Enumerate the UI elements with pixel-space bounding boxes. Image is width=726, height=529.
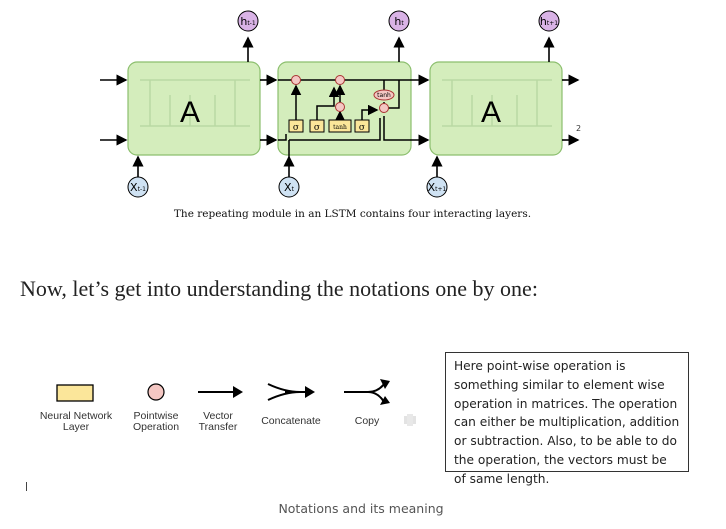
faint-icon: [404, 414, 416, 426]
module-right-label: A: [481, 96, 501, 129]
pointwise-operation-label: Pointwise Operation: [132, 410, 180, 433]
layer-sigma-3: σ: [359, 123, 365, 133]
network-layers: σ σ tanh σ: [288, 119, 370, 133]
neural-network-layer-label: Neural Network Layer: [39, 410, 113, 433]
layer-tanh: tanh: [333, 124, 347, 131]
input-x-current: Xt: [284, 181, 295, 194]
module-left-label: A: [180, 96, 200, 129]
pointwise-ops: tanh: [291, 75, 395, 113]
copy-label: Copy: [354, 415, 380, 427]
concatenate-icon: [267, 383, 315, 401]
output-h-current: ht: [394, 15, 404, 28]
notations-caption: Notations and its meaning: [278, 501, 444, 516]
input-bubbles: Xt-1 Xt Xt+1: [127, 176, 448, 198]
section-heading: Now, let’s get into understanding the no…: [20, 276, 538, 301]
vector-transfer-icon: [198, 386, 243, 398]
lstm-module-left: A: [127, 61, 261, 156]
pointwise-tanh: tanh: [377, 92, 391, 99]
explanation-note: Here point-wise operation is something s…: [445, 352, 689, 486]
copy-icon: [344, 379, 390, 405]
text-cursor: [26, 482, 27, 491]
notation-icons: [56, 379, 390, 405]
neural-network-layer-icon: [56, 384, 94, 402]
lstm-module-right: A: [429, 61, 563, 156]
side-mark: 2: [576, 124, 581, 133]
lstm-caption: The repeating module in an LSTM contains…: [173, 208, 532, 220]
vector-transfer-label: Vector Transfer: [198, 410, 238, 433]
output-bubbles: ht-1 ht ht+1: [237, 10, 560, 32]
concatenate-label: Concatenate: [261, 415, 321, 427]
chain-arrows: [100, 36, 580, 177]
lstm-diagram: A A: [100, 10, 581, 198]
layer-sigma-2: σ: [314, 123, 320, 133]
pointwise-operation-icon: [147, 383, 165, 401]
layer-sigma-1: σ: [293, 123, 299, 133]
